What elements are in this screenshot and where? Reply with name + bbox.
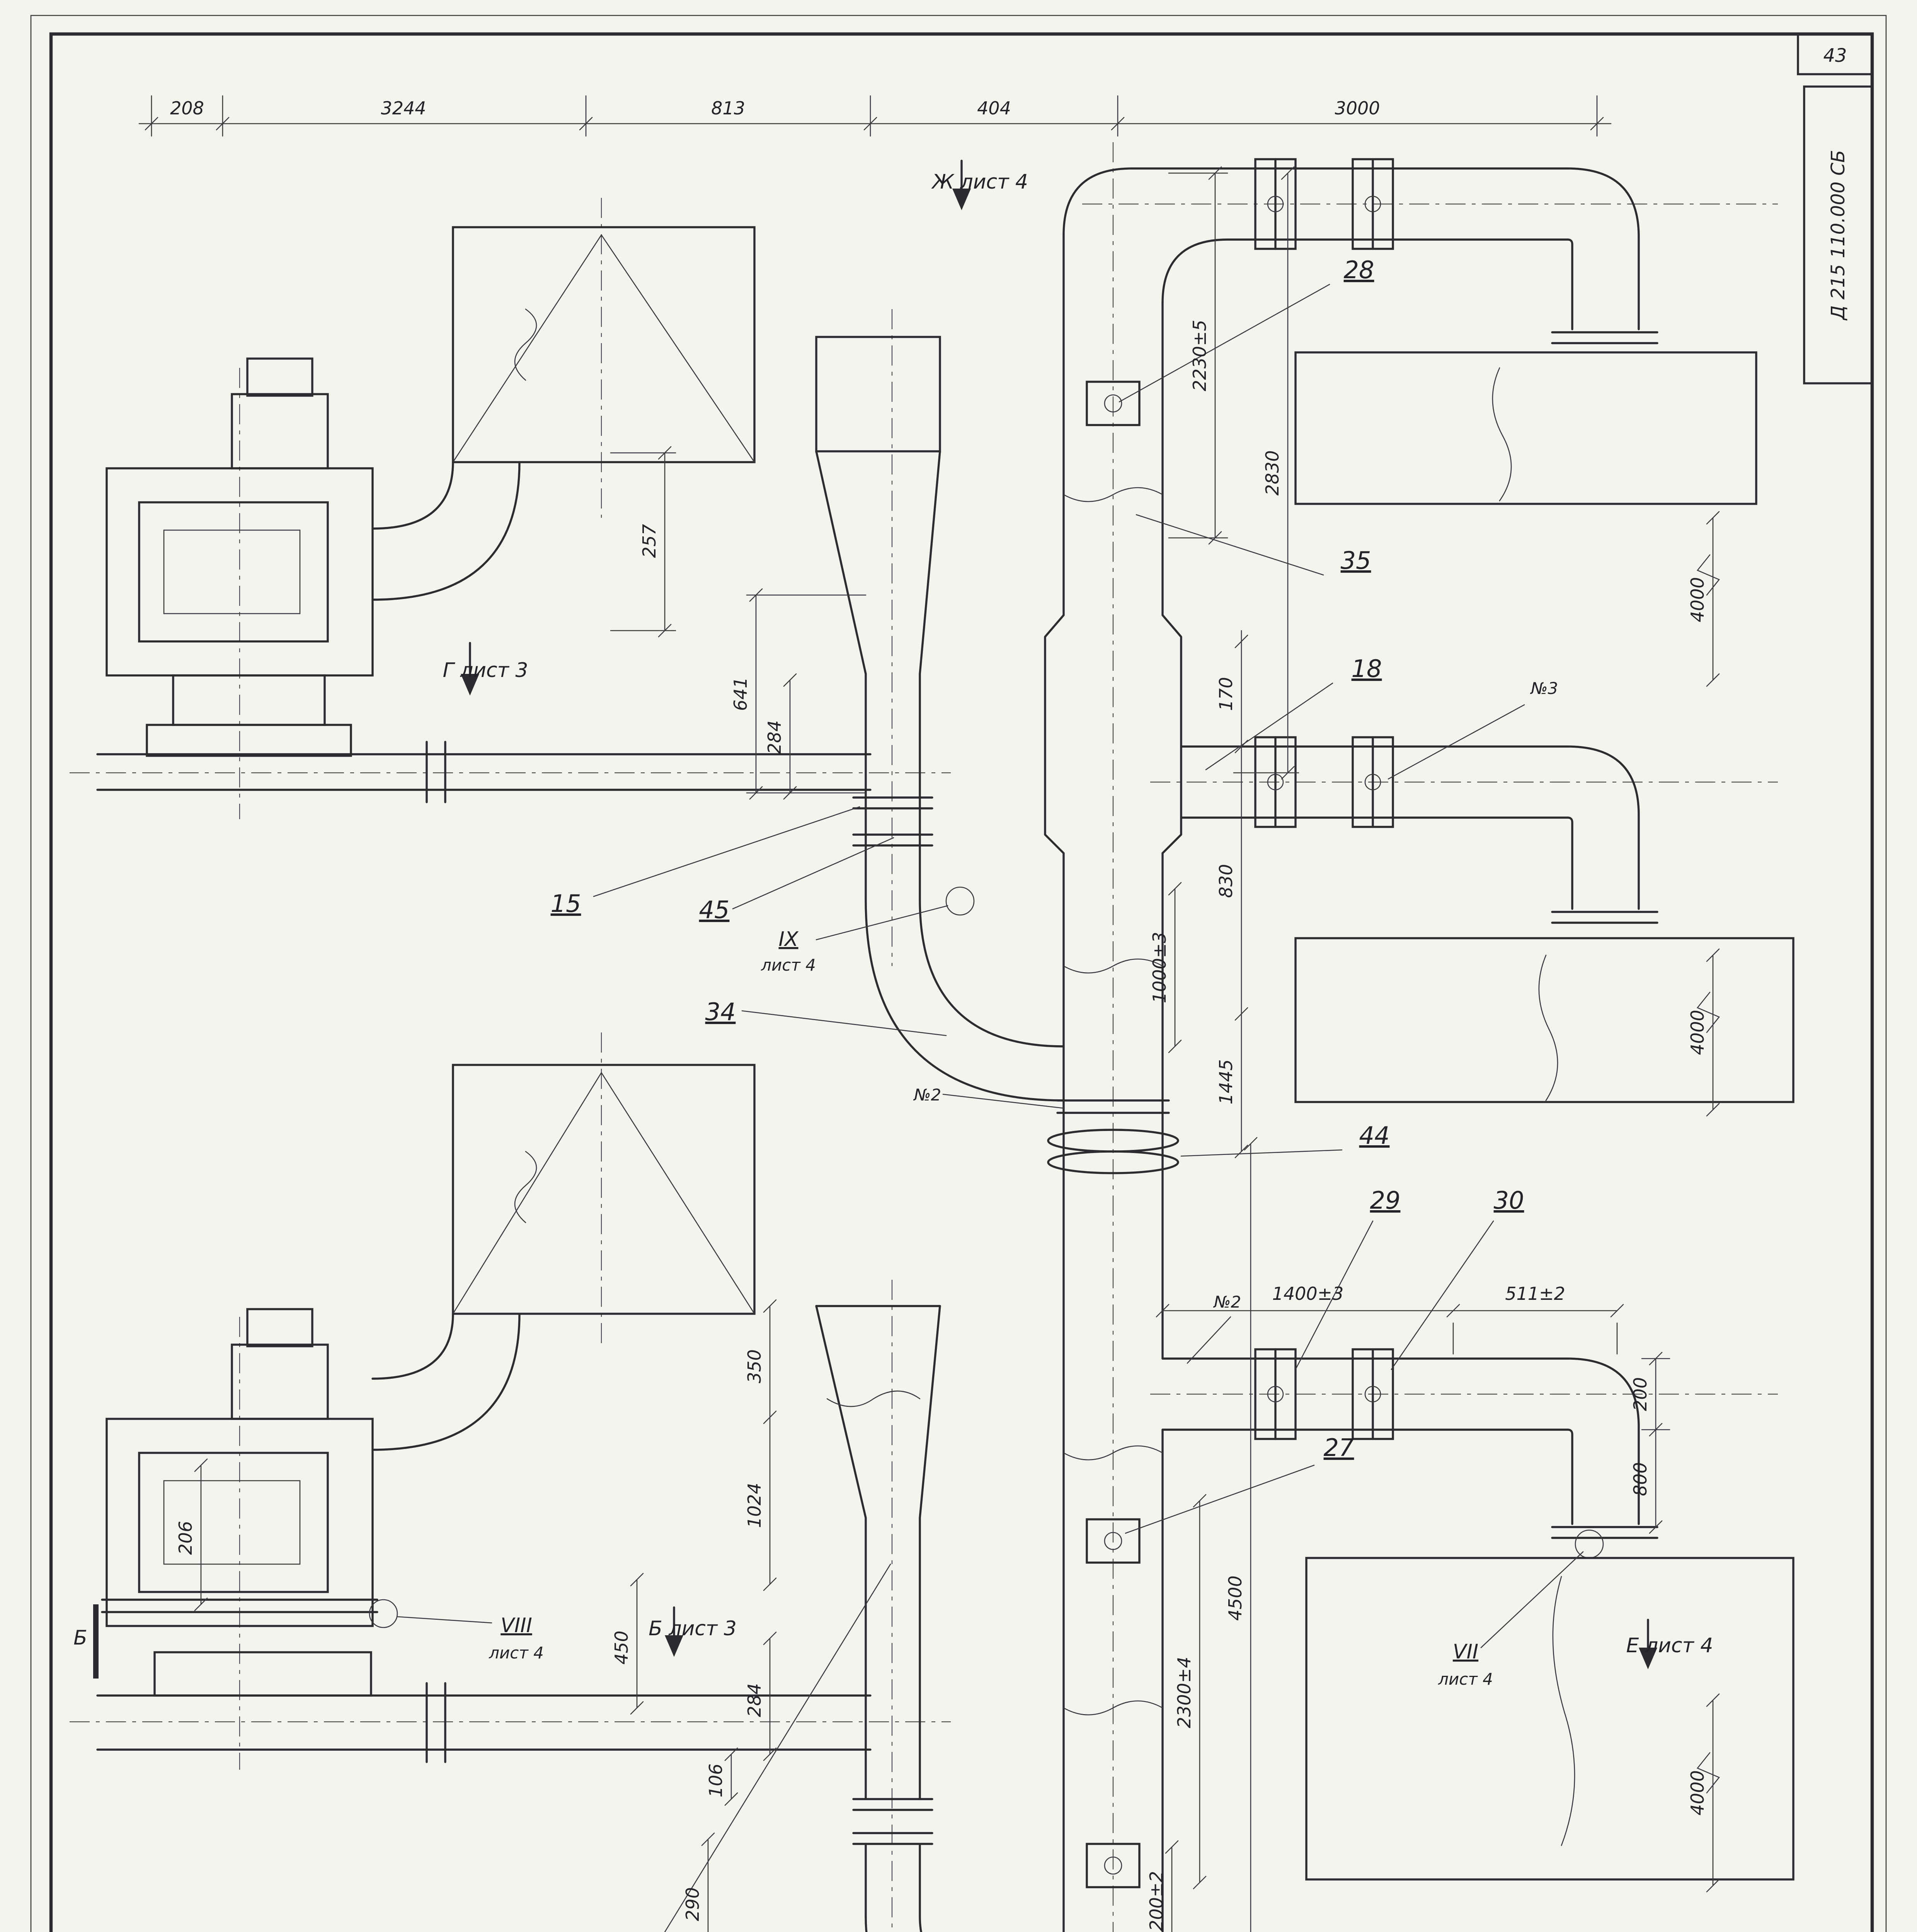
dimension-label: 284 [744,1683,765,1717]
top-right-stamp-box [1803,85,1873,384]
flex-coupling-44 [1047,1129,1179,1174]
dimension-label: 511±2 [1505,1283,1565,1304]
dimension-label: 3244 [381,98,426,119]
page-number: 43 [1823,45,1847,66]
part-callout: 45 [699,896,730,924]
dimension-label: 2830 [1262,450,1283,495]
section-ref: Е лист 4 [1626,1634,1713,1657]
section-ref: Г лист 3 [443,659,528,682]
part-callout: 27 [1324,1434,1354,1462]
equipment-box-3 [1305,1557,1794,1881]
dimension-label: 200 [1630,1377,1651,1411]
dimension-label: 800 [1630,1462,1651,1496]
branch-duct-2 [1161,1348,1794,1881]
hood-box-top [452,226,756,463]
fan-unit-bottom [96,1308,872,1763]
section-ref: лист 4 [489,1643,544,1662]
equipment-box-1 [1294,351,1757,505]
weld-mark-vii-circle [1575,1529,1604,1559]
duct-flange-lower [1086,1843,1141,1888]
dimension-label: 813 [711,98,745,119]
fan-unit-top [96,357,872,803]
section-ref: Ж лист 4 [931,170,1028,194]
section-ref: лист 4 [1438,1670,1493,1689]
dimension-label: 2300±4 [1174,1657,1195,1728]
left-bottom-assembly [371,1064,941,1932]
dimension-label: 106 [705,1764,726,1798]
part-callout: 35 [1341,546,1371,575]
dimension-label: 350 [744,1349,765,1383]
dimension-label: 170 [1216,677,1236,711]
dimension-label: 3000 [1335,98,1380,119]
page-number-box [1797,33,1873,75]
dimension-label: 208 [170,98,204,119]
section-ref: Б [73,1626,87,1650]
dimension-label: 290 [682,1887,703,1921]
section-ref: №2 [913,1085,941,1104]
dimension-lines [138,95,1720,1932]
section-ref: IX [779,928,799,951]
dimension-label: 200±2 [1146,1871,1167,1931]
dimension-label: 4500 [1225,1575,1246,1621]
section-ref: VII [1453,1640,1478,1663]
part-callout: 34 [705,998,736,1026]
dimension-label: 4000 [1687,577,1708,622]
part-callout: 18 [1352,655,1382,683]
dimension-label: 1400±3 [1272,1283,1344,1304]
hood-box-bottom [452,1064,756,1315]
section-ref: лист 4 [761,956,816,975]
diffuser-top [815,336,941,452]
duct-flange-mid [1086,1518,1141,1564]
part-callout: 28 [1344,256,1374,284]
section-ref: VIII [501,1614,532,1637]
top-horizontal-duct [1254,158,1757,505]
callout-leaders [397,284,1584,1932]
dimension-label: 1000±3 [1149,932,1170,1003]
top-right-stamp-text: Д 215 110.000 СБ [1827,150,1849,321]
weld-mark-ix-circle [945,886,975,916]
weld-mark-viii-circle [369,1599,398,1628]
dimension-label: 404 [977,98,1011,119]
dimension-label: 450 [611,1631,632,1665]
branch-duct-1 [1180,736,1794,1103]
dimension-label: 1445 [1216,1059,1236,1104]
dimension-label: 257 [639,524,660,558]
equipment-box-2 [1294,937,1794,1103]
dimension-label: 4000 [1687,1010,1708,1055]
dimension-label: 206 [175,1521,196,1555]
main-vertical-duct [1044,167,1569,1932]
part-callout: 30 [1494,1186,1524,1214]
dimension-label: 2230±5 [1189,320,1210,391]
section-ref: №2 [1213,1293,1241,1311]
centerlines [70,142,1778,1932]
left-top-assembly [371,226,1065,1102]
dimension-label: 1024 [744,1483,765,1528]
dimension-label: 284 [764,720,785,754]
drawing-frame: 43 Д 215 110.000 СБ [30,15,1887,1932]
dimension-label: 641 [730,677,751,711]
section-ref: Б лист 3 [649,1617,737,1640]
part-callout: 15 [551,889,581,918]
section-ref: №3 [1530,679,1558,698]
dimension-label: 4000 [1687,1770,1708,1815]
duct-flange-upper [1086,381,1141,426]
part-callout: 44 [1359,1121,1390,1150]
dimension-label: 830 [1216,864,1236,898]
section-cut-arrows [93,160,1657,1679]
part-callout: 29 [1370,1186,1401,1214]
